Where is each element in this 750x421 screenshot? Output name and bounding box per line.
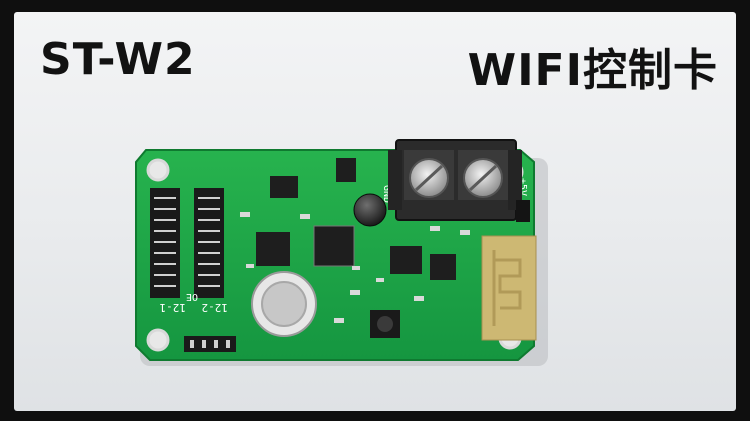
smd-components xyxy=(240,212,470,323)
bottom-header xyxy=(184,336,236,352)
wifi-antenna xyxy=(481,235,537,341)
reset-button-cap xyxy=(377,316,393,332)
silk-oe-label: OE xyxy=(186,291,198,302)
diode xyxy=(516,200,530,222)
chip-wifi-soc xyxy=(430,254,456,280)
silk-hub1-label: 12-1 xyxy=(160,301,187,314)
silk-hub2-label: 12-2 xyxy=(202,301,229,314)
chip-ic-1 xyxy=(256,232,290,266)
chip-mcu xyxy=(313,225,355,267)
silk-vcc-label: +5V xyxy=(517,178,528,196)
chip-ic-2 xyxy=(270,176,298,198)
product-title: WIFI控制卡 xyxy=(467,45,718,96)
coin-cell-icon xyxy=(261,281,307,327)
chip-regulator xyxy=(336,158,356,182)
capacitor-icon xyxy=(353,193,387,227)
silk-gnd-label: GND xyxy=(381,185,392,203)
antenna-trace xyxy=(492,250,522,326)
model-title: ST-W2 xyxy=(40,34,196,85)
power-terminal-block xyxy=(388,139,522,221)
chip-wifi-flash xyxy=(390,246,422,274)
hub-header-left xyxy=(150,188,224,298)
